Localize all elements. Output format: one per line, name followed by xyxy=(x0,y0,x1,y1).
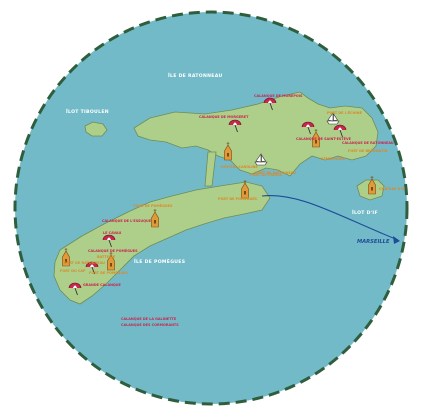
label-place: PORT DE L'ÉCHINE xyxy=(327,110,363,115)
ile-ratonneau-shape xyxy=(133,91,379,177)
label-place: FORT DE BRÉGANTIN xyxy=(348,148,388,153)
label-place: PORT DU FRIOUL xyxy=(250,173,283,177)
ferry-route-arrow xyxy=(261,195,399,241)
route-arrowhead xyxy=(393,236,400,244)
label-place: CHÂTEAU D'IF xyxy=(379,186,406,191)
label-beach: GRANDE CALANQUE xyxy=(83,283,122,287)
label-place: FORT DU CAP xyxy=(60,269,86,273)
ilot-tiboulen-shape xyxy=(84,121,108,137)
label-beach: CALANQUE DE SAINT-ESTÈVE xyxy=(296,136,352,141)
label-beach: CALANQUE DE MORGERET xyxy=(199,115,249,119)
label-place: TOUR DE POMÈGUES xyxy=(133,203,173,208)
ile-pomegues-shape xyxy=(53,181,271,305)
label-beach: CALANQUE DE L'ESSUQUE xyxy=(102,219,152,223)
label-ilot-tiboulen: ÎLOT TIBOULEN xyxy=(66,107,109,115)
label-beach: CALANQUE DE POMÈGUES xyxy=(88,248,138,253)
label-beach: CALANQUE DES CORMORANTS xyxy=(121,323,179,327)
digue-berry xyxy=(204,151,217,187)
label-place: BATTERIE xyxy=(97,255,116,259)
label-beach: CALANQUE DE LA GALINETTE xyxy=(121,317,177,321)
label-place: HÔPITAL CAROLINE xyxy=(221,164,258,169)
label-place: FORT DE RATONNEAU xyxy=(64,261,105,265)
label-beach: CALANQUE DE MOREPOIS xyxy=(254,94,303,98)
label-port: PORT DE RATONNEAU xyxy=(255,171,296,175)
label-place: PORT DE POMÈGUES xyxy=(218,196,258,201)
label-place: SÉMAPHORE xyxy=(321,156,346,161)
label-beach: LE CAVAU xyxy=(103,231,121,235)
label-beach: CALANQUE DE RATONNEAU xyxy=(342,141,394,145)
label-ilot-if: ÎLOT D'IF xyxy=(352,208,378,216)
label-marseille: MARSEILLE xyxy=(357,239,390,245)
label-ile-pomegues: ÎLE DE POMÈGUES xyxy=(134,257,185,265)
label-ile-ratonneau: ÎLE DE RATONNEAU xyxy=(168,71,222,79)
label-place: FORT DE POMÈGUES xyxy=(89,270,128,275)
